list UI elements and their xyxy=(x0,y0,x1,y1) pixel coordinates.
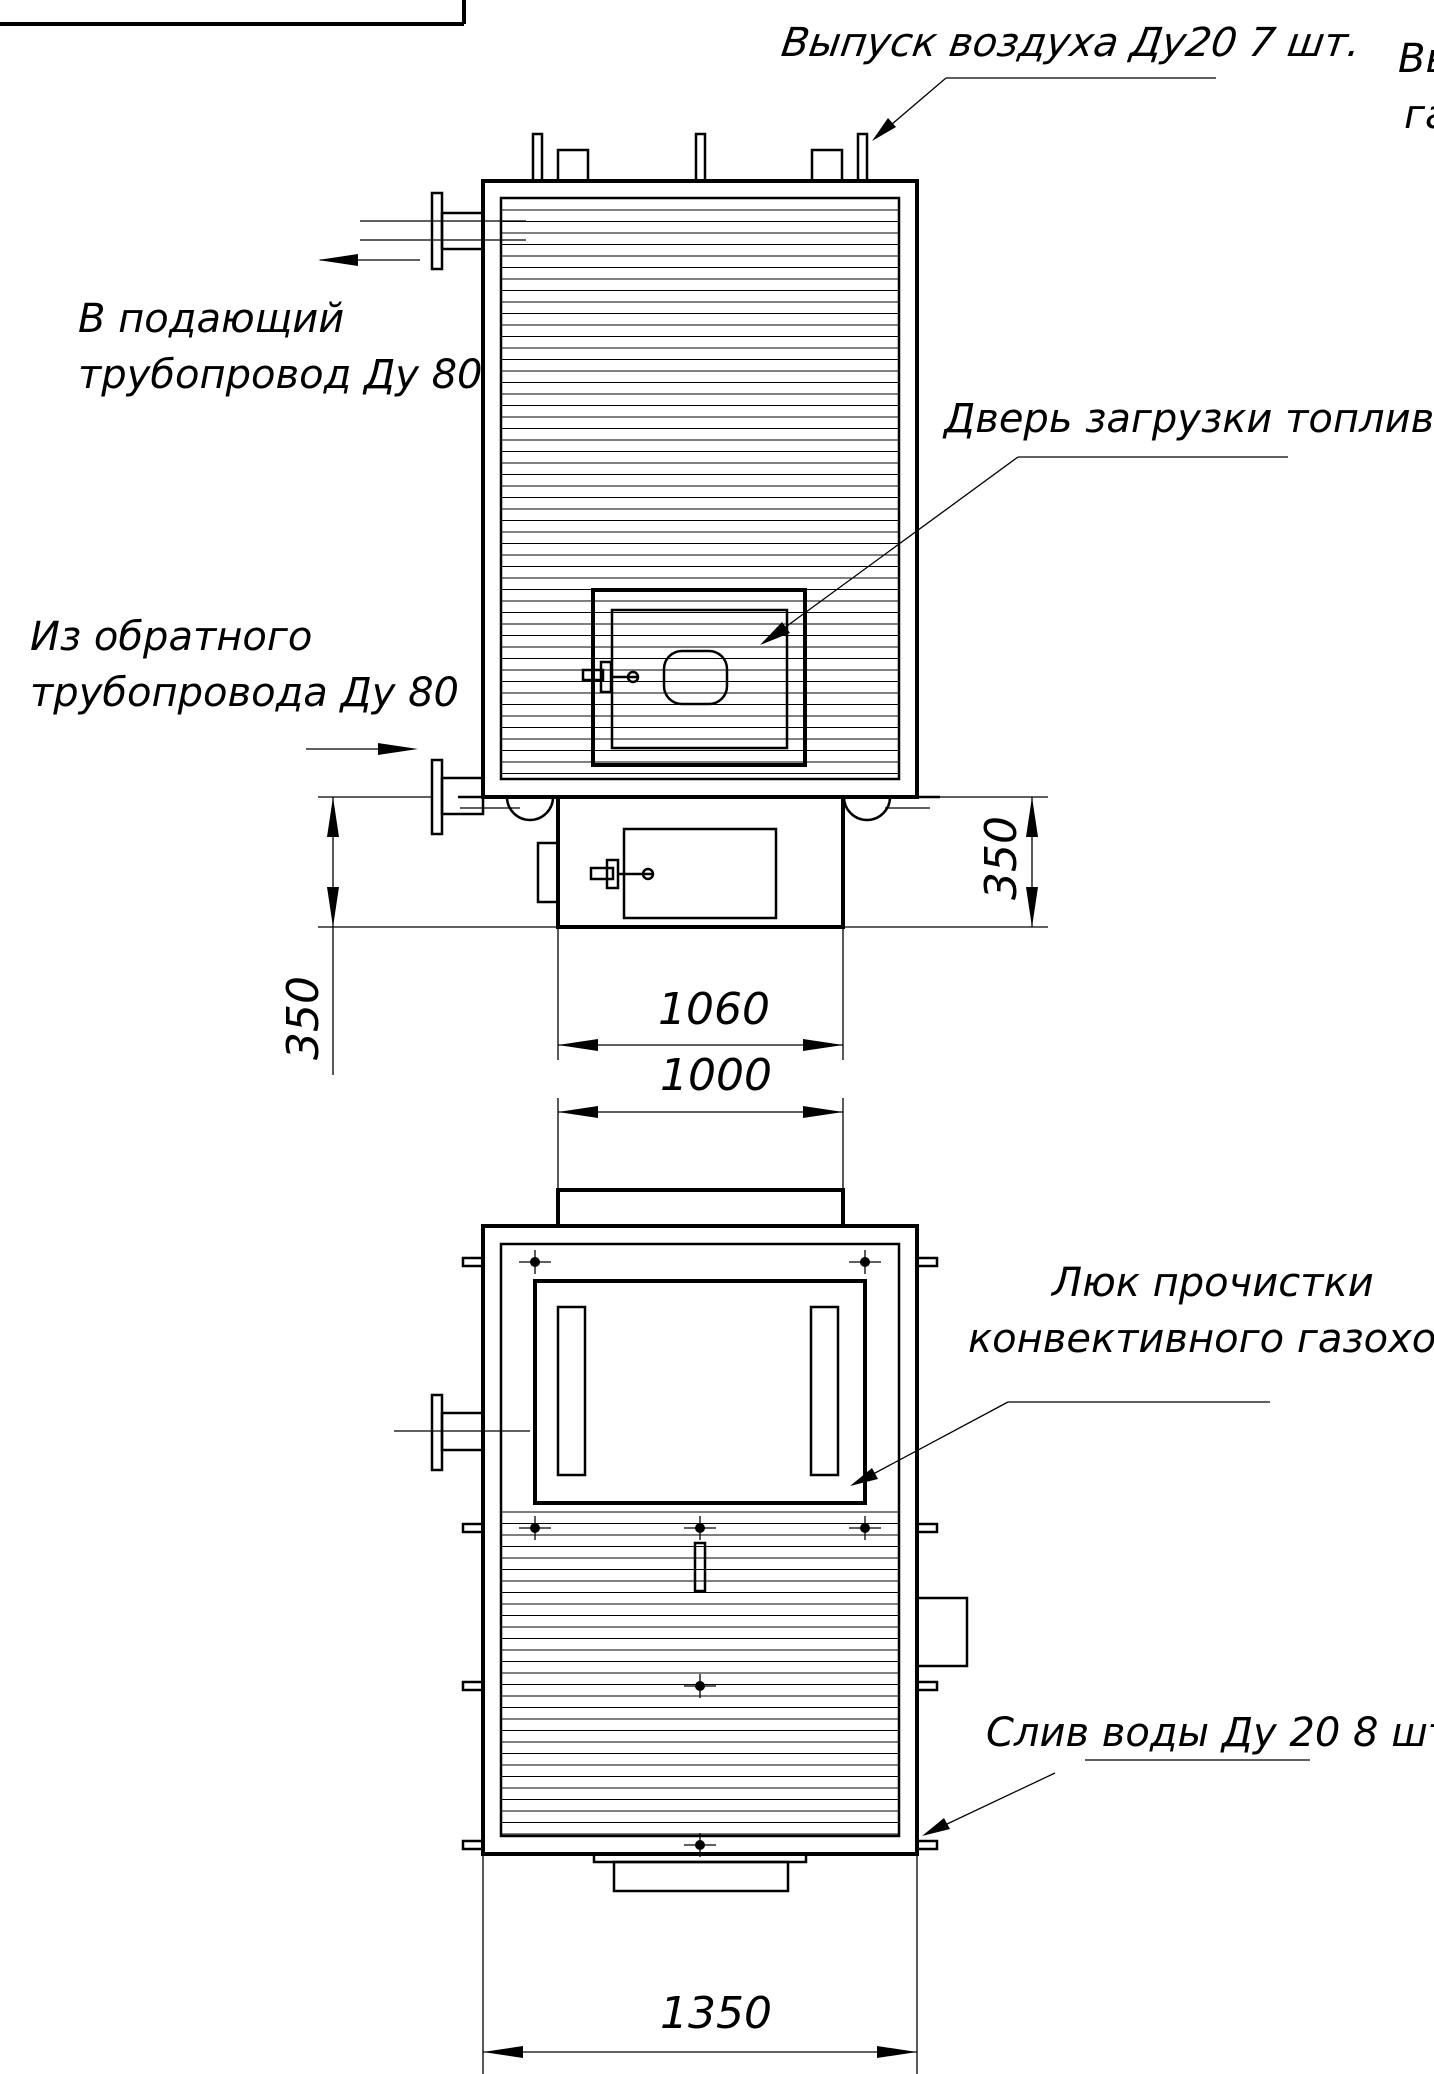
drain-stub xyxy=(915,1256,939,1268)
label-supply-1: В подающий xyxy=(78,296,344,342)
label-return-1: Из обратного xyxy=(30,614,312,660)
drain-stub xyxy=(915,1680,939,1692)
title-block-corner xyxy=(0,0,466,26)
supply-arrow xyxy=(318,254,420,266)
drain-stub xyxy=(915,1839,939,1851)
bolt-dot xyxy=(695,1681,705,1691)
label-return-2: трубопровода Ду 80 xyxy=(30,670,459,716)
bolt-dot xyxy=(530,1523,540,1533)
bolt-dot xyxy=(860,1257,870,1267)
drain-stub xyxy=(461,1839,485,1851)
bolt-dot xyxy=(530,1257,540,1267)
front-body-inner xyxy=(499,196,901,781)
bolt-dot xyxy=(695,1840,705,1850)
flue-box-top xyxy=(556,1188,845,1228)
label-fuel-door: Дверь загрузки топлива xyxy=(942,396,1434,442)
dim-1350 xyxy=(482,1854,918,2074)
plan-view xyxy=(394,1098,1310,2074)
supply-flange xyxy=(360,191,526,271)
drain-stub xyxy=(915,1522,939,1534)
plan-bottom-stub xyxy=(592,1852,808,1893)
dim-text-350-right: 350 xyxy=(976,816,1027,900)
plan-center-slot xyxy=(693,1541,707,1593)
dim-text-350-left: 350 xyxy=(278,976,329,1060)
label-air-release: Выпуск воздуха Ду20 7 шт. xyxy=(779,20,1364,66)
dim-text-1350: 1350 xyxy=(660,1988,772,2039)
bolt-dot xyxy=(860,1523,870,1533)
dim-350-left xyxy=(318,796,558,1075)
dim-1000 xyxy=(557,1098,844,1190)
air-release-leader xyxy=(872,77,1216,141)
label-supply-2: трубопровод Ду 80 xyxy=(78,352,482,398)
plan-flange xyxy=(394,1393,530,1472)
fuel-door-leader xyxy=(760,456,1288,645)
fuel-door xyxy=(581,588,807,767)
dim-1060 xyxy=(557,927,844,1060)
dim-text-1000: 1000 xyxy=(660,1050,772,1101)
plan-hatch xyxy=(501,1511,899,1835)
bolt-dot xyxy=(695,1523,705,1533)
front-hatch xyxy=(501,209,899,774)
bolt-markers xyxy=(519,1250,881,1857)
ash-box xyxy=(458,795,940,929)
drain-stub xyxy=(461,1522,485,1534)
drain-stubs xyxy=(461,1256,939,1851)
front-view xyxy=(306,77,1288,1075)
plan-side-nozzle xyxy=(915,1596,969,1668)
cleaning-hatch-leader xyxy=(850,1401,1270,1486)
water-drain-leader xyxy=(922,1759,1310,1836)
dim-350-right xyxy=(843,796,1048,928)
label-cleaning-2: конвективного газохода xyxy=(968,1316,1434,1362)
drain-stub xyxy=(461,1680,485,1692)
label-gas-outlet-2: га xyxy=(1404,92,1434,138)
dim-text-1060: 1060 xyxy=(658,984,770,1035)
label-water-drain: Слив воды Ду 20 8 шт. xyxy=(986,1710,1434,1756)
label-cleaning-1: Люк прочистки xyxy=(1050,1260,1374,1306)
label-gas-outlet-1: Вы xyxy=(1398,36,1434,82)
top-nozzles xyxy=(531,132,869,183)
return-arrow xyxy=(306,743,418,755)
cleaning-hatch xyxy=(533,1279,867,1505)
drain-stub xyxy=(461,1256,485,1268)
